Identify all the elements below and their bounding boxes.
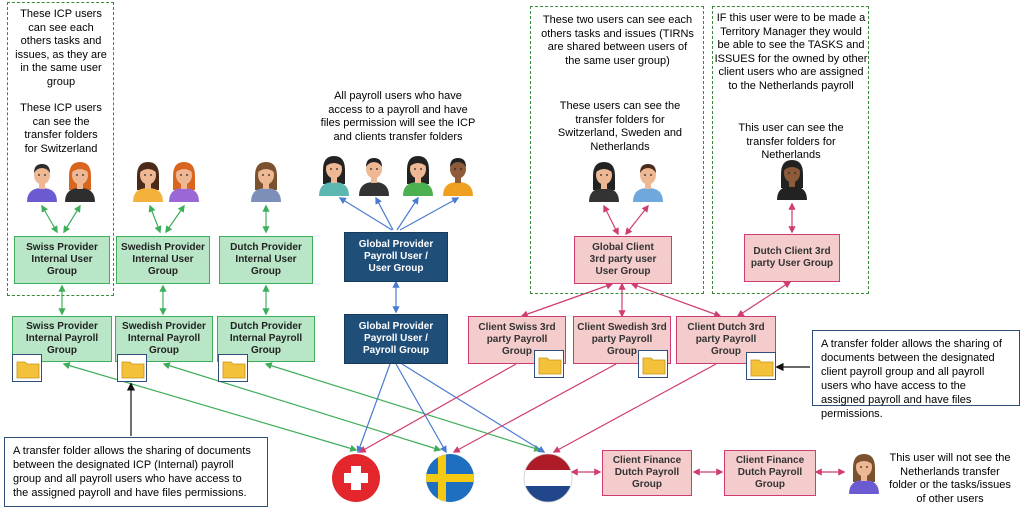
person-avatar-icon: [777, 160, 807, 200]
note-territory-manager: IF this user were to be made a Territory…: [714, 12, 868, 92]
green-connectors: [41, 204, 542, 452]
person-avatar-icon: [319, 156, 349, 196]
client-transfer-callout: A transfer folder allows the sharing of …: [812, 330, 1020, 420]
dutch-client-label-2: party User Group: [750, 258, 834, 269]
pink-connectors: [358, 202, 846, 476]
client-swedish-label-1: Client Swedish 3rd: [577, 322, 667, 333]
global-client-label-2: 3rd party user: [589, 254, 657, 265]
person-avatar-icon: [589, 162, 619, 202]
person-avatar-icon: [27, 164, 57, 202]
client-swedish-label-2: party Payroll Group: [591, 334, 653, 357]
folder-icon[interactable]: [534, 350, 564, 378]
netherlands-flag-icon: [523, 453, 573, 503]
dutch-client-notes-frame: [712, 6, 869, 294]
swiss-provider-user-group[interactable]: Swiss Provider Internal User Group: [14, 236, 110, 284]
person-avatar-icon: [251, 162, 281, 202]
folder-icon[interactable]: [117, 354, 147, 382]
folder-icon[interactable]: [12, 354, 42, 382]
global-client-user-group[interactable]: Global Client 3rd party user User Group: [574, 236, 672, 284]
person-avatar-icon: [849, 454, 879, 494]
client-finance-group-1[interactable]: Client Finance Dutch Payroll Group: [602, 450, 692, 496]
folder-icon[interactable]: [746, 352, 776, 380]
global-client-label-1: Global Client: [592, 242, 654, 253]
folder-icon[interactable]: [218, 354, 248, 382]
client-swiss-label-1: Client Swiss 3rd: [478, 322, 556, 333]
global-provider-user-group[interactable]: Global Provider Payroll User / User Grou…: [344, 232, 448, 282]
swedish-provider-user-group[interactable]: Swedish Provider Internal User Group: [116, 236, 210, 284]
blue-connectors: [338, 196, 546, 454]
client-dutch-label-2: party Payroll Group: [695, 334, 757, 357]
note-payroll-users: All payroll users who have access to a p…: [320, 90, 476, 143]
note-swiss-same-group: These ICP users can see each others task…: [15, 8, 107, 88]
global-client-label-3: User Group: [595, 266, 651, 277]
note-dutch-transfer: This user can see the transfer folders f…: [738, 122, 844, 161]
global-provider-payroll-group[interactable]: Global Provider Payroll User / Payroll G…: [344, 314, 448, 364]
client-finance-group-2[interactable]: Client Finance Dutch Payroll Group: [724, 450, 816, 496]
client-dutch-label-1: Client Dutch 3rd: [687, 322, 765, 333]
person-avatar-icon: [65, 162, 95, 202]
person-avatar-icon: [133, 162, 163, 202]
folder-icon[interactable]: [638, 350, 668, 378]
swiss-notes-frame: [7, 2, 114, 296]
person-avatar-icon: [443, 158, 473, 196]
note-no-see: This user will not see the Netherlands t…: [889, 452, 1011, 505]
note-two-users-transfer: These users can see the transfer folders…: [557, 100, 683, 153]
sweden-flag-icon: [426, 454, 474, 502]
global-client-notes-frame: [530, 6, 704, 294]
icp-transfer-callout: A transfer folder allows the sharing of …: [4, 437, 268, 507]
client-swiss-label-2: party Payroll Group: [486, 334, 548, 357]
dutch-client-label-1: Dutch Client 3rd: [753, 246, 831, 257]
dutch-client-user-group[interactable]: Dutch Client 3rd party User Group: [744, 234, 840, 282]
person-avatar-icon: [403, 156, 433, 196]
note-swiss-transfer: These ICP users can see the transfer fol…: [20, 102, 102, 155]
person-avatar-icon: [359, 158, 389, 196]
dutch-provider-user-group[interactable]: Dutch Provider Internal User Group: [219, 236, 313, 284]
person-avatar-icon: [633, 164, 663, 202]
client-swedish-payroll-group[interactable]: Client Swedish 3rd party Payroll Group: [573, 316, 671, 364]
switzerland-flag-icon: [332, 454, 380, 502]
note-two-users: These two users can see each others task…: [541, 14, 694, 67]
person-avatar-icon: [169, 162, 199, 202]
